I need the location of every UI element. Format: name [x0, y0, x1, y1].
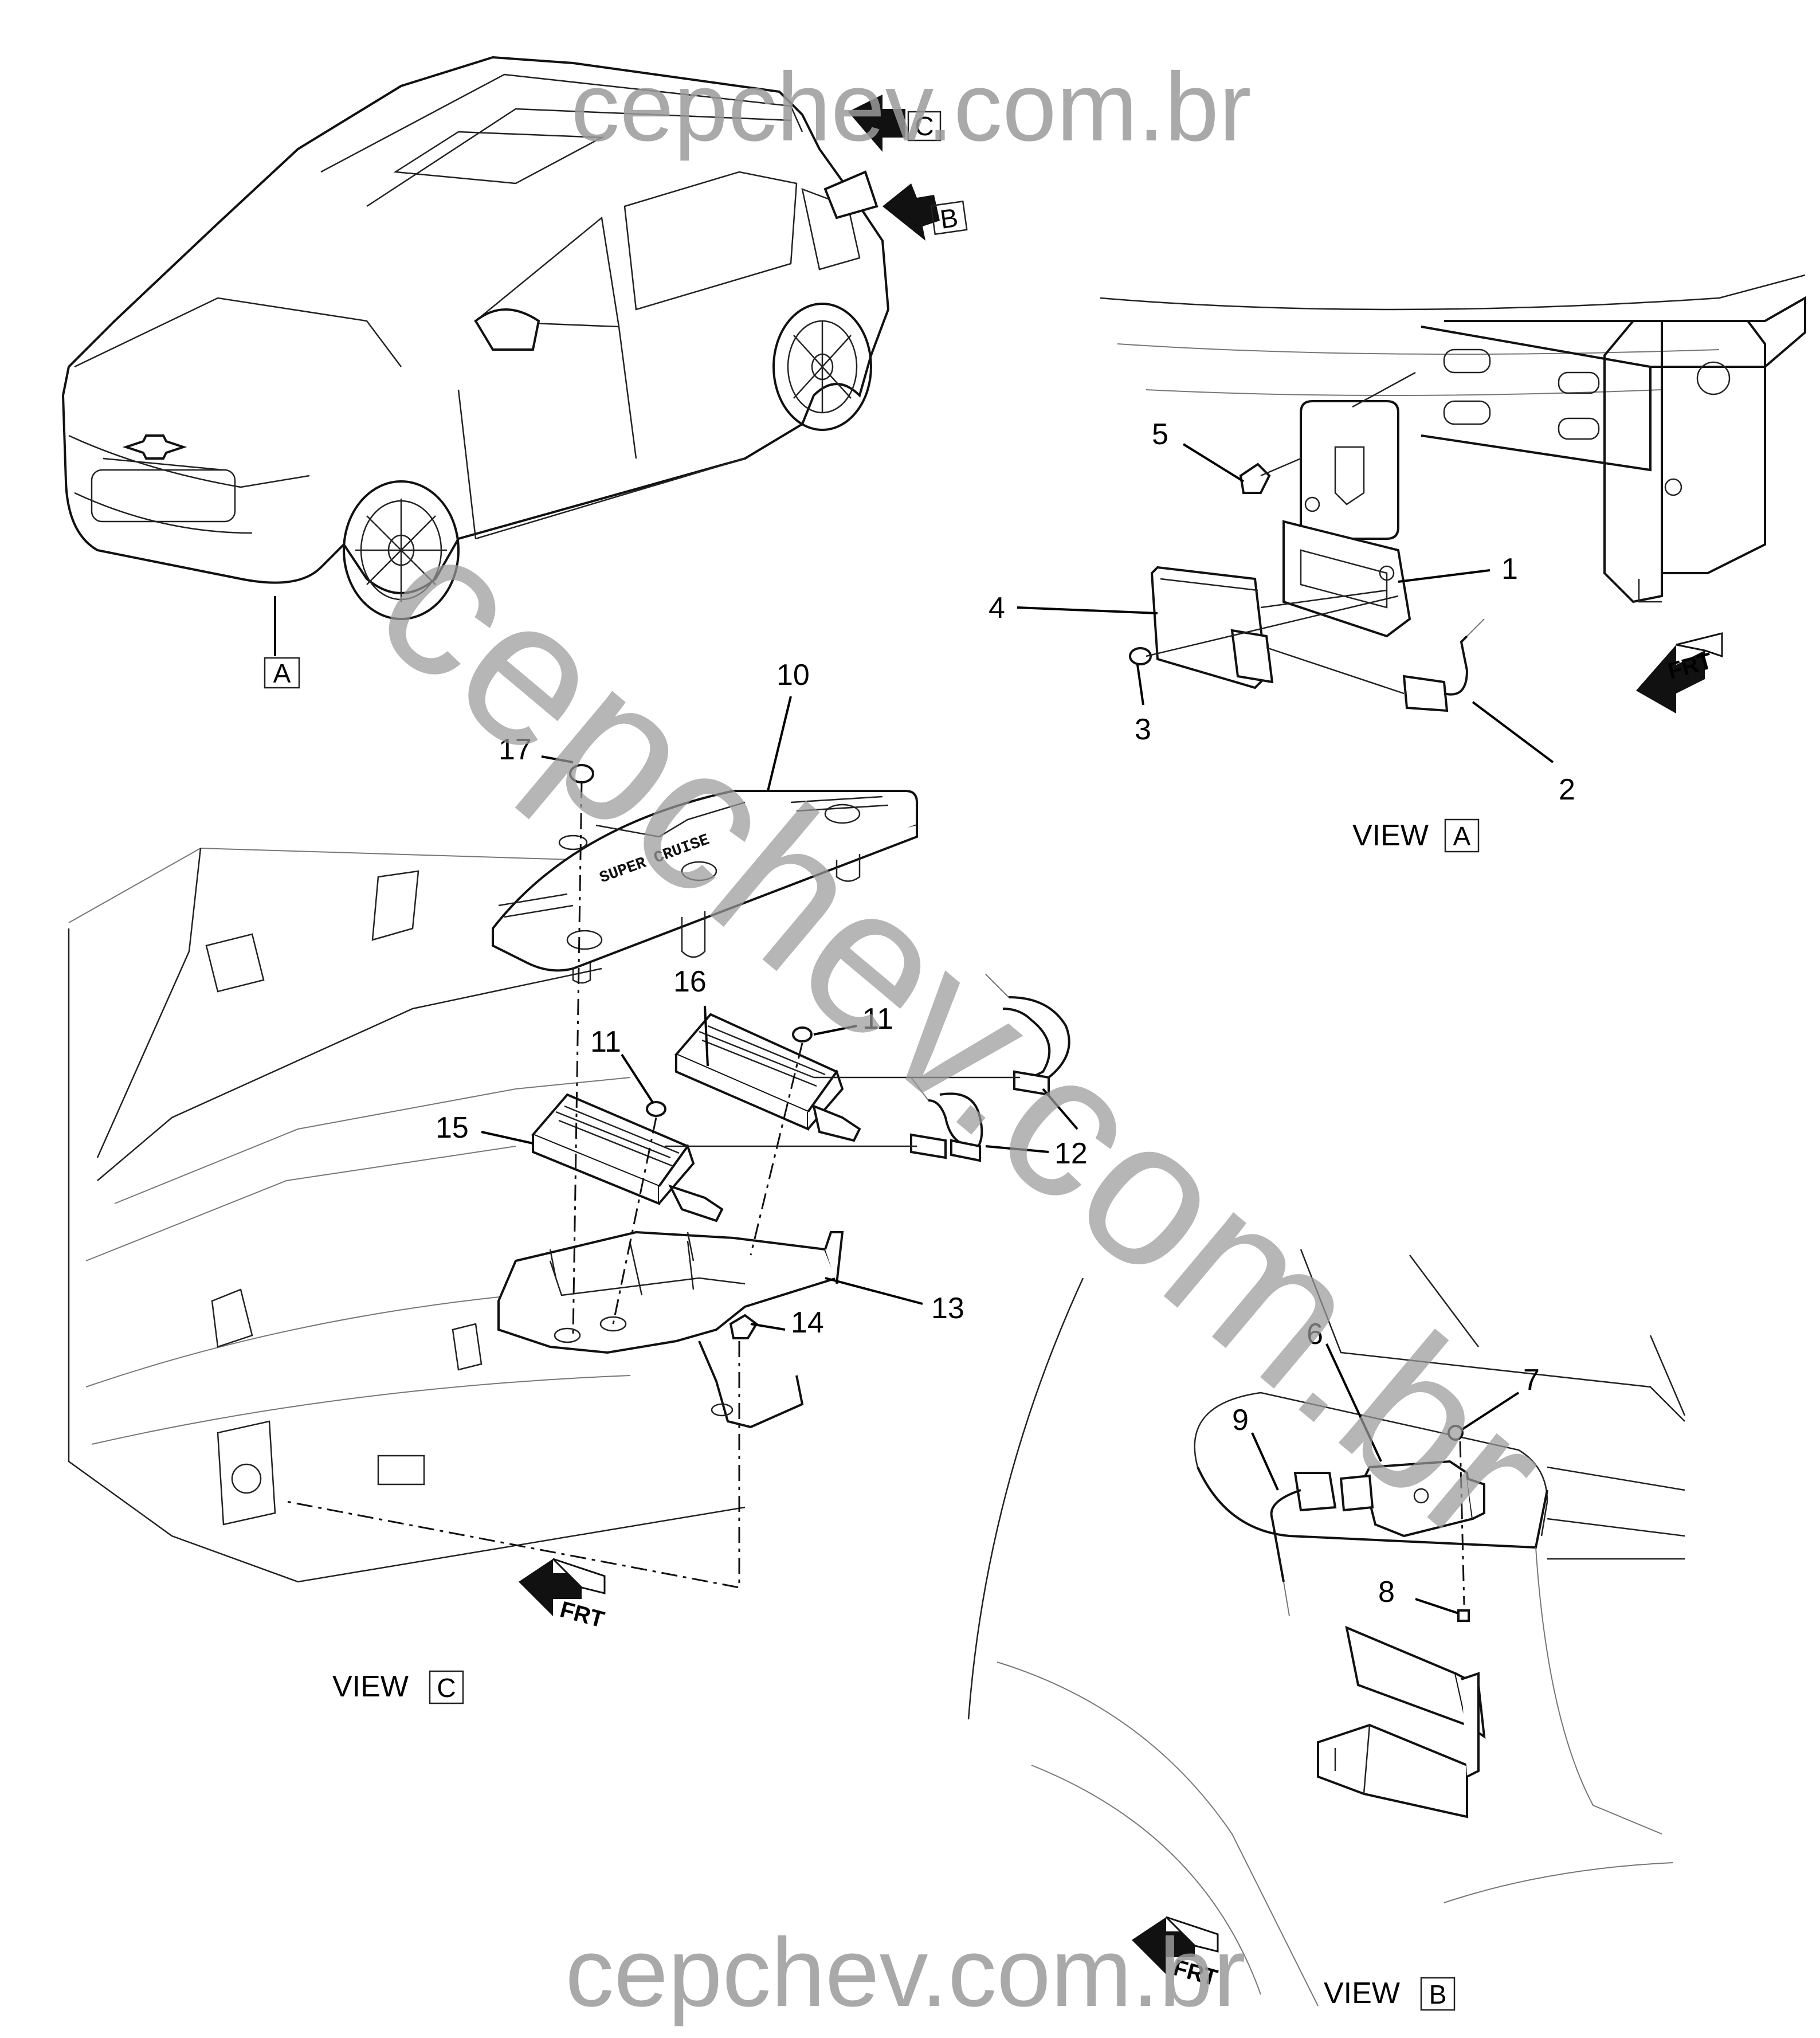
- vehicle-overview: A C B: [61, 56, 968, 689]
- callout-15: 15: [436, 1111, 469, 1145]
- watermark-bottom: cepchev.com.br: [565, 1918, 1245, 2027]
- callout-5: 5: [1152, 418, 1168, 451]
- callout-2: 2: [1559, 773, 1575, 806]
- callout-1: 1: [1501, 552, 1518, 586]
- callout-11b: 11: [862, 1002, 893, 1036]
- callout-4: 4: [989, 591, 1005, 625]
- view-b-detail: 6 7 8 9 FRT VIEW B: [967, 1249, 1686, 2011]
- nut-11b-part: [792, 1026, 813, 1042]
- view-c-letter: C: [437, 1673, 456, 1703]
- frt-label-c: FRT: [558, 1597, 607, 1633]
- nut-part: [1129, 647, 1152, 665]
- view-marker-a-box: [264, 657, 300, 689]
- view-a-label: VIEW: [1352, 819, 1429, 852]
- callout-9: 9: [1232, 1404, 1249, 1437]
- front-direction-arrow-icon-a: FRT: [1636, 632, 1723, 714]
- view-marker-a: A: [273, 659, 291, 688]
- view-b-arrow-icon: [882, 183, 940, 241]
- view-a-letter: A: [1453, 821, 1471, 851]
- view-marker-c-box: [907, 111, 942, 142]
- fastener-8-part: [1457, 1609, 1470, 1622]
- watermark-top: cepchev.com.br: [571, 53, 1251, 162]
- bracket-13-part: [497, 1230, 838, 1354]
- view-marker-b: B: [938, 202, 960, 234]
- view-a-box: [1444, 818, 1480, 853]
- view-marker-c: C: [915, 111, 933, 141]
- fastener-7-part: [1448, 1425, 1464, 1441]
- view-marker-b-box: [930, 200, 968, 236]
- callout-16: 16: [673, 965, 707, 998]
- callout-7: 7: [1523, 1363, 1540, 1397]
- watermark-diagonal: cepchev.com.br: [336, 483, 1588, 1586]
- callout-11a: 11: [590, 1025, 621, 1059]
- callout-3: 3: [1135, 713, 1151, 746]
- callout-6: 6: [1307, 1318, 1323, 1351]
- view-c-box: [429, 1670, 464, 1704]
- bolt-14-part: [729, 1314, 758, 1339]
- callout-8: 8: [1378, 1575, 1395, 1609]
- callout-10: 10: [776, 659, 810, 692]
- view-a-detail: 1 2 3 4 5 FRT VIEW A: [989, 274, 1806, 853]
- view-c-label: VIEW: [332, 1670, 409, 1703]
- callout-12: 12: [1054, 1137, 1088, 1170]
- callout-17: 17: [499, 733, 532, 766]
- view-c-detail: SUPER CRUISE: [68, 659, 1088, 1704]
- view-b-box: [1420, 1977, 1456, 2011]
- view-c-arrow-icon: [848, 95, 905, 152]
- callout-13: 13: [931, 1292, 964, 1325]
- front-direction-arrow-icon-c: FRT: [519, 1558, 607, 1633]
- callout-14: 14: [791, 1306, 824, 1339]
- view-b-label: VIEW: [1324, 1977, 1400, 2010]
- bolt-part: [1239, 463, 1271, 494]
- nut-11a-part: [646, 1101, 666, 1117]
- view-b-letter: B: [1429, 1980, 1447, 2009]
